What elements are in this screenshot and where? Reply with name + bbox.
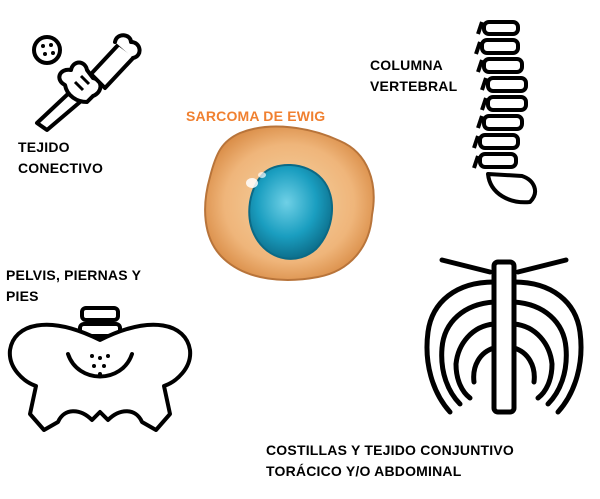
- sarcoma-cell-icon: [204, 125, 375, 281]
- label-spine-line-2: VERTEBRAL: [370, 78, 458, 94]
- ribcage-icon: [424, 257, 584, 415]
- label-ribs-line-2: TORÁCICO Y/O ABDOMINAL: [266, 463, 462, 479]
- label-ribs: COSTILLAS Y TEJIDO CONJUNTIVO TORÁCICO Y…: [266, 440, 514, 482]
- label-connective-tissue-line-1: TEJIDO: [18, 139, 70, 155]
- diagram-title: SARCOMA DE EWIG: [186, 108, 326, 124]
- label-connective-tissue: TEJIDO CONECTIVO: [18, 137, 103, 179]
- label-ribs-line-1: COSTILLAS Y TEJIDO CONJUNTIVO: [266, 442, 514, 458]
- pelvis-icon: [7, 306, 193, 432]
- spine-icon: [472, 20, 538, 205]
- label-pelvis-line-1: PELVIS, PIERNAS Y: [6, 267, 142, 283]
- bone-joint-icon: [32, 33, 142, 132]
- label-pelvis-line-2: PIES: [6, 288, 39, 304]
- label-spine: COLUMNA VERTEBRAL: [370, 55, 457, 97]
- label-connective-tissue-line-2: CONECTIVO: [18, 160, 104, 176]
- label-spine-line-1: COLUMNA: [370, 57, 443, 73]
- label-pelvis: PELVIS, PIERNAS Y PIES: [6, 265, 141, 307]
